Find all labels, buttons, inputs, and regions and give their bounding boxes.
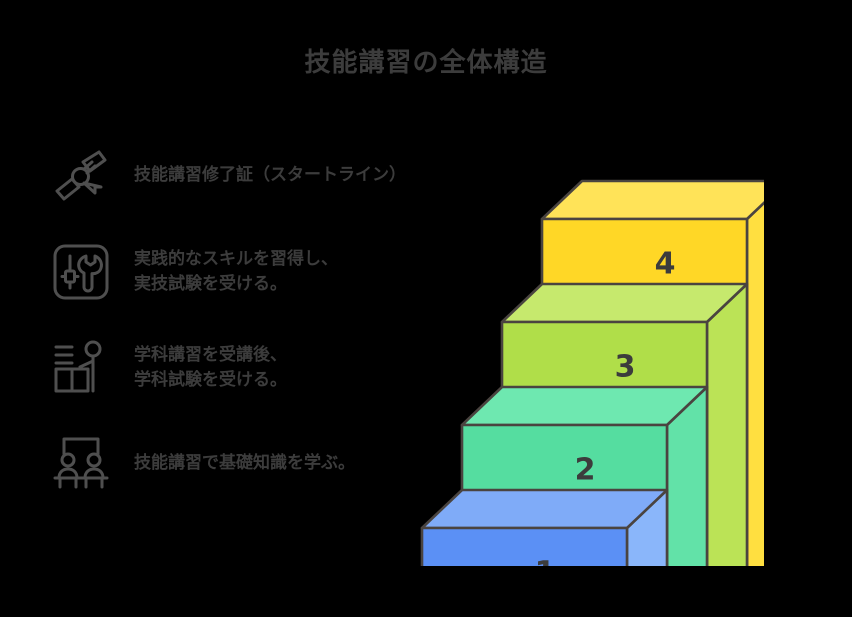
step-number-label: 1 bbox=[535, 556, 556, 567]
legend-item-label: 技能講習で基礎知識を学ぶ。 bbox=[134, 453, 355, 474]
legend-item-practical-skills: 実践的なスキルを習得し、 実技試験を受ける。 bbox=[44, 224, 444, 320]
diploma-scroll-icon bbox=[44, 139, 118, 213]
lecturer-podium-icon bbox=[44, 331, 118, 405]
stair-step-1[interactable] bbox=[420, 488, 669, 566]
legend-item-label: 学科講習を受講後、 学科試験を受ける。 bbox=[134, 344, 287, 391]
legend-item-label: 技能講習修了証（スタートライン） bbox=[134, 165, 406, 186]
tools-wrench-screwdriver-icon bbox=[44, 235, 118, 309]
legend-item-certificate: 技能講習修了証（スタートライン） bbox=[44, 128, 444, 224]
legend-item-basic-knowledge: 技能講習で基礎知識を学ぶ。 bbox=[44, 416, 444, 512]
step-number-label: 4 bbox=[655, 247, 676, 282]
page-title: 技能講習の全体構造 bbox=[304, 48, 548, 78]
classroom-students-icon bbox=[44, 427, 118, 501]
legend-item-classroom-lecture: 学科講習を受講後、 学科試験を受ける。 bbox=[44, 320, 444, 416]
legend-list: 技能講習修了証（スタートライン） 実践的なスキルを習得し、 実技試験を受ける。 bbox=[44, 128, 444, 512]
legend-item-label: 実践的なスキルを習得し、 実技試験を受ける。 bbox=[134, 248, 338, 295]
step-number-label: 3 bbox=[615, 350, 636, 385]
isometric-staircase-chart: 4 3 2 1 bbox=[412, 96, 764, 566]
step-number-label: 2 bbox=[575, 453, 596, 488]
